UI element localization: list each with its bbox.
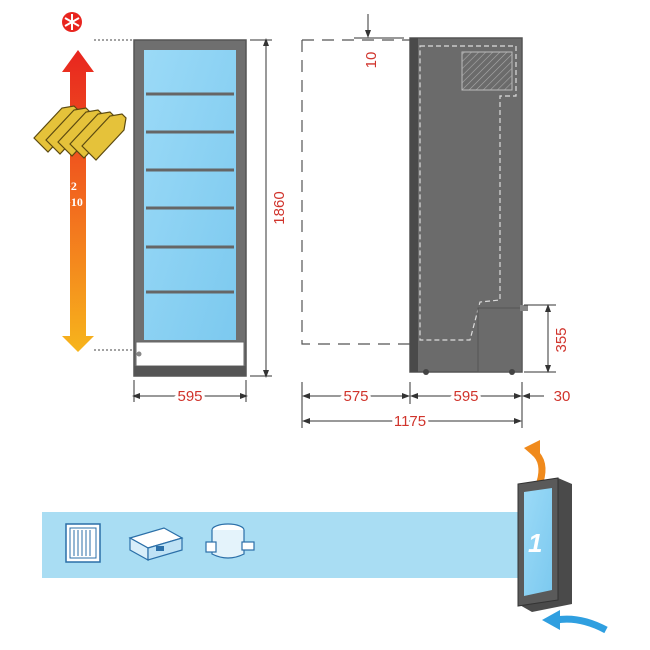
top-gap-dimension: 10: [354, 14, 404, 68]
dimension-total-depth-label: 1175: [394, 413, 426, 430]
bottles-icon: [33, 105, 127, 161]
airflow-out-arrow: [524, 440, 546, 484]
temperature-min: +2: [64, 179, 77, 193]
panel-grid-icon: [65, 523, 101, 563]
temperature-max: +10: [64, 195, 83, 209]
compressor-icon: [205, 523, 255, 559]
evaporator-block: [461, 51, 513, 91]
temperature-arrow: +2 +10: [62, 12, 94, 352]
airflow-in-arrow: [542, 610, 608, 634]
dimension-door-clearance-label: 575: [343, 388, 368, 405]
dimension-depth-label: 595: [453, 388, 478, 405]
dimension-height-label: 1860: [271, 191, 288, 224]
shelves: [146, 92, 234, 294]
lock-icon: [136, 351, 142, 357]
controller-unit-icon: [128, 527, 184, 562]
model-fridge: 1: [517, 477, 572, 612]
dimension-compressor-label: 355: [553, 327, 570, 352]
height-dimension: 1860: [250, 38, 288, 378]
front-view-cabinet: [133, 39, 247, 377]
model-badge: 1: [528, 528, 542, 558]
side-view: [301, 37, 528, 375]
dimension-front-width-label: 595: [177, 388, 202, 405]
feature-band: [42, 512, 520, 578]
front-width-dimension: 595: [132, 380, 248, 408]
dimension-top-gap-label: 10: [363, 52, 380, 69]
compressor-height-dimension: 355: [524, 304, 570, 373]
depth-dimensions-row: 575 595 30 1175: [301, 382, 571, 433]
snowflake-icon: [62, 12, 82, 32]
dimension-rear-gap-label: 30: [554, 388, 571, 405]
